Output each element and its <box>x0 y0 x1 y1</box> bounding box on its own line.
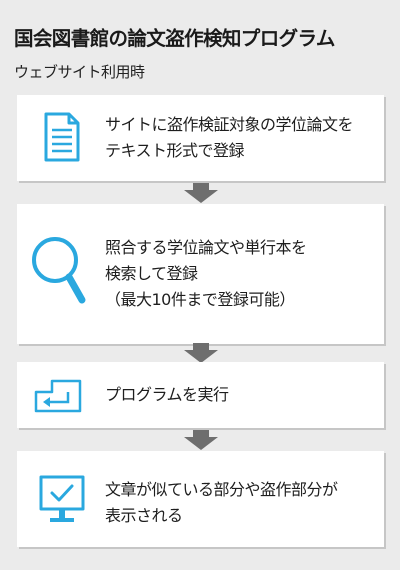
step-register-thesis: サイトに盗作検証対象の学位論文を テキスト形式で登録 <box>17 95 384 181</box>
step-run-program: プログラムを実行 <box>17 362 384 428</box>
down-arrow-icon <box>184 343 218 367</box>
step-line: 文章が似ている部分や盗作部分が <box>105 480 338 499</box>
step-line: （最大10件まで登録可能） <box>105 290 295 309</box>
step-line: 検索して登録 <box>105 264 198 283</box>
document-icon <box>43 111 81 167</box>
step-line: 照合する学位論文や単行本を <box>105 238 307 257</box>
step-line: サイトに盗作検証対象の学位論文を <box>105 115 354 134</box>
enter-key-icon <box>33 378 83 418</box>
down-arrow-icon <box>184 183 218 207</box>
down-arrow-icon <box>184 430 218 454</box>
diagram-subtitle: ウェブサイト利用時 <box>14 63 145 81</box>
step-line: プログラムを実行 <box>105 385 229 404</box>
step-text: 文章が似ている部分や盗作部分が 表示される <box>105 477 338 529</box>
step-line: テキスト形式で登録 <box>105 141 245 160</box>
step-text: 照合する学位論文や単行本を 検索して登録 （最大10件まで登録可能） <box>105 235 307 313</box>
step-show-results: 文章が似ている部分や盗作部分が 表示される <box>17 451 384 547</box>
step-line: 表示される <box>105 506 183 525</box>
step-text: プログラムを実行 <box>105 382 229 408</box>
magnifier-icon <box>29 234 89 312</box>
step-text: サイトに盗作検証対象の学位論文を テキスト形式で登録 <box>105 112 354 164</box>
monitor-check-icon <box>39 475 85 529</box>
step-search-references: 照合する学位論文や単行本を 検索して登録 （最大10件まで登録可能） <box>17 204 384 344</box>
diagram-title: 国会図書館の論文盗作検知プログラム <box>14 27 335 50</box>
